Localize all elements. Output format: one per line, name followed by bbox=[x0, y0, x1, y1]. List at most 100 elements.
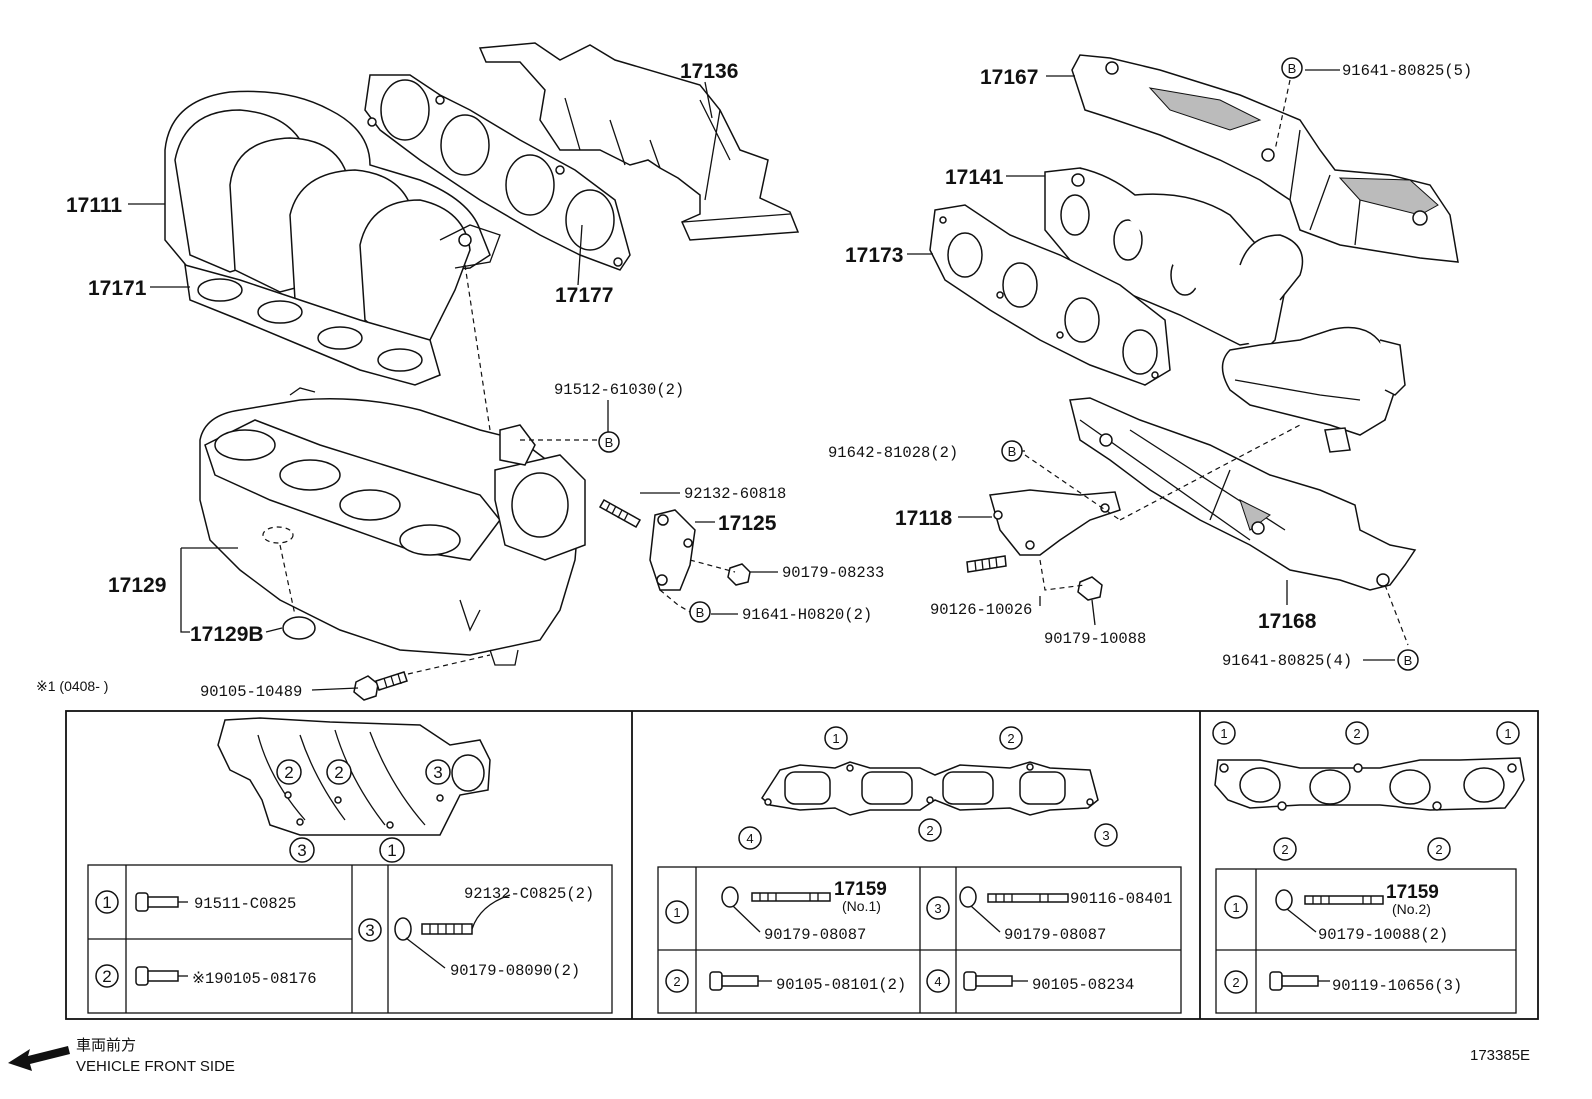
box3-row2-idx: 2 bbox=[1232, 975, 1239, 990]
box2-marker-e: 3 bbox=[1102, 828, 1109, 843]
box3-marker-d: 2 bbox=[1281, 842, 1288, 857]
stud-92132-60818 bbox=[598, 498, 642, 529]
stud-icon bbox=[1304, 895, 1384, 905]
label-17177: 17177 bbox=[555, 284, 613, 307]
leader-90179-10088 bbox=[1039, 559, 1086, 591]
note-x1: ※1 (0408- ) bbox=[36, 678, 108, 694]
box2-row1-idx: 1 bbox=[673, 905, 680, 920]
box2-marker-d: 2 bbox=[926, 823, 933, 838]
leader-17129B bbox=[279, 544, 296, 616]
nut-icon bbox=[959, 886, 1001, 933]
b-marker-91641-80825-4: B bbox=[1404, 653, 1413, 668]
b-markers: B B B B B bbox=[598, 57, 1419, 671]
box2-row2-stud: 90116-08401 bbox=[1070, 890, 1172, 908]
intake-surge-tank-17129 bbox=[199, 387, 586, 666]
bolt-icon bbox=[135, 966, 188, 986]
box2-gasket-sketch bbox=[761, 761, 1099, 816]
label-17129: 17129 bbox=[108, 574, 166, 597]
leader-91641-80825-5 bbox=[1274, 79, 1291, 151]
leader-91642 bbox=[1024, 424, 1301, 521]
label-17129B: 17129B bbox=[190, 623, 264, 646]
box1-row1-part: 91511-C0825 bbox=[194, 895, 296, 913]
box2-row1-stud: 17159 bbox=[834, 879, 887, 900]
leader-91641-80825-4 bbox=[1384, 584, 1409, 646]
bolt-icon bbox=[135, 892, 188, 912]
label-92132-60818: 92132-60818 bbox=[684, 485, 786, 503]
box3-row1-idx: 1 bbox=[1232, 900, 1239, 915]
box3-row1-nut: 90179-10088(2) bbox=[1318, 926, 1448, 944]
box2-row2-idx: 3 bbox=[934, 901, 941, 916]
exhaust-heat-insulator-17167 bbox=[1071, 54, 1459, 263]
box2-marker-c: 4 bbox=[746, 831, 753, 846]
bolt-icon bbox=[1269, 971, 1330, 991]
label-17167: 17167 bbox=[980, 66, 1038, 89]
box1-row3-stud: 92132-C0825(2) bbox=[464, 885, 594, 903]
label-91641-80825-4: 91641-80825(4) bbox=[1222, 652, 1352, 670]
box1-row2-part: ※190105-08176 bbox=[192, 970, 317, 988]
exhaust-gasket-17173 bbox=[929, 204, 1171, 386]
label-17141: 17141 bbox=[945, 166, 1004, 189]
exhaust-lower-insulator-17168 bbox=[1069, 397, 1417, 591]
box2-row2-nut: 90179-08087 bbox=[1004, 926, 1106, 944]
box3-marker-c: 1 bbox=[1504, 726, 1511, 741]
box1-marker-e: 1 bbox=[387, 841, 396, 860]
label-91641-h0820: 91641-H0820(2) bbox=[742, 606, 872, 624]
box2-row1-nut: 90179-08087 bbox=[764, 926, 866, 944]
leader-90179-08233 bbox=[689, 559, 736, 573]
stud-90126-10026 bbox=[966, 555, 1007, 573]
nut-icon bbox=[1275, 889, 1317, 933]
box1-row3-nut: 90179-08090(2) bbox=[450, 962, 580, 980]
box3-gasket-sketch bbox=[1214, 757, 1525, 811]
box2-row1-sub: (No.1) bbox=[842, 898, 881, 914]
stud-icon bbox=[987, 893, 1069, 903]
box2-marker-a: 1 bbox=[832, 731, 839, 746]
box1-marker-b: 2 bbox=[334, 763, 343, 782]
bracket-17125 bbox=[649, 509, 696, 591]
label-17168: 17168 bbox=[1258, 610, 1317, 633]
arrow-left-icon bbox=[8, 1046, 70, 1071]
manifold-gasket-17171 bbox=[184, 263, 441, 386]
callout-lines bbox=[128, 69, 1395, 691]
label-90126-10026: 90126-10026 bbox=[930, 601, 1032, 619]
leader-intake-bolt bbox=[464, 264, 491, 431]
label-17111: 17111 bbox=[66, 194, 122, 217]
fastener-table: 2 2 3 3 1 1 2 3 91511-C0825 ※190105-0817 bbox=[65, 710, 1539, 1020]
intake-gasket-17177 bbox=[364, 74, 631, 271]
b-marker-91641-h0820: B bbox=[696, 605, 705, 620]
label-91641-80825-5: 91641-80825(5) bbox=[1342, 62, 1472, 80]
box1-marker-c: 3 bbox=[433, 763, 442, 782]
nut-icon bbox=[721, 886, 761, 933]
bolt-90105-10489 bbox=[353, 671, 408, 701]
front-label-jp: 車両前方 bbox=[76, 1037, 136, 1054]
box3-row1-sub: (No.2) bbox=[1392, 901, 1431, 917]
box1-marker-d: 3 bbox=[297, 841, 306, 860]
label-17125: 17125 bbox=[718, 512, 777, 535]
b-marker-91642: B bbox=[1008, 444, 1017, 459]
leader-90105-10489 bbox=[407, 654, 491, 675]
box2-row4-idx: 4 bbox=[934, 974, 941, 989]
box2-row3-idx: 2 bbox=[673, 974, 680, 989]
bracket-17118 bbox=[989, 489, 1121, 556]
box1-row3-idx: 3 bbox=[365, 921, 374, 940]
label-17118: 17118 bbox=[895, 507, 953, 530]
front-label-en: VEHICLE FRONT SIDE bbox=[76, 1058, 235, 1075]
bolt-icon bbox=[709, 971, 772, 991]
box2-marker-b: 2 bbox=[1007, 731, 1014, 746]
label-90105-10489: 90105-10489 bbox=[200, 683, 302, 701]
label-91642-81028: 91642-81028(2) bbox=[828, 444, 958, 462]
nut-90179-10088 bbox=[1077, 576, 1103, 601]
vehicle-front-indicator: 車両前方 VEHICLE FRONT SIDE bbox=[8, 1037, 235, 1075]
box2-row3-part: 90105-08101(2) bbox=[776, 976, 906, 994]
label-17173: 17173 bbox=[845, 244, 903, 267]
box1-row2-idx: 2 bbox=[102, 967, 111, 986]
exhaust-manifold-17141 bbox=[1044, 167, 1406, 453]
box3-marker-e: 2 bbox=[1435, 842, 1442, 857]
box1-row1-idx: 1 bbox=[102, 893, 111, 912]
label-90179-10088: 90179-10088 bbox=[1044, 630, 1146, 648]
stud-icon bbox=[751, 892, 831, 902]
box2-row4-part: 90105-08234 bbox=[1032, 976, 1134, 994]
plug-17129B bbox=[282, 616, 316, 640]
box3-marker-b: 2 bbox=[1353, 726, 1360, 741]
label-91512-61030: 91512-61030(2) bbox=[554, 381, 684, 399]
